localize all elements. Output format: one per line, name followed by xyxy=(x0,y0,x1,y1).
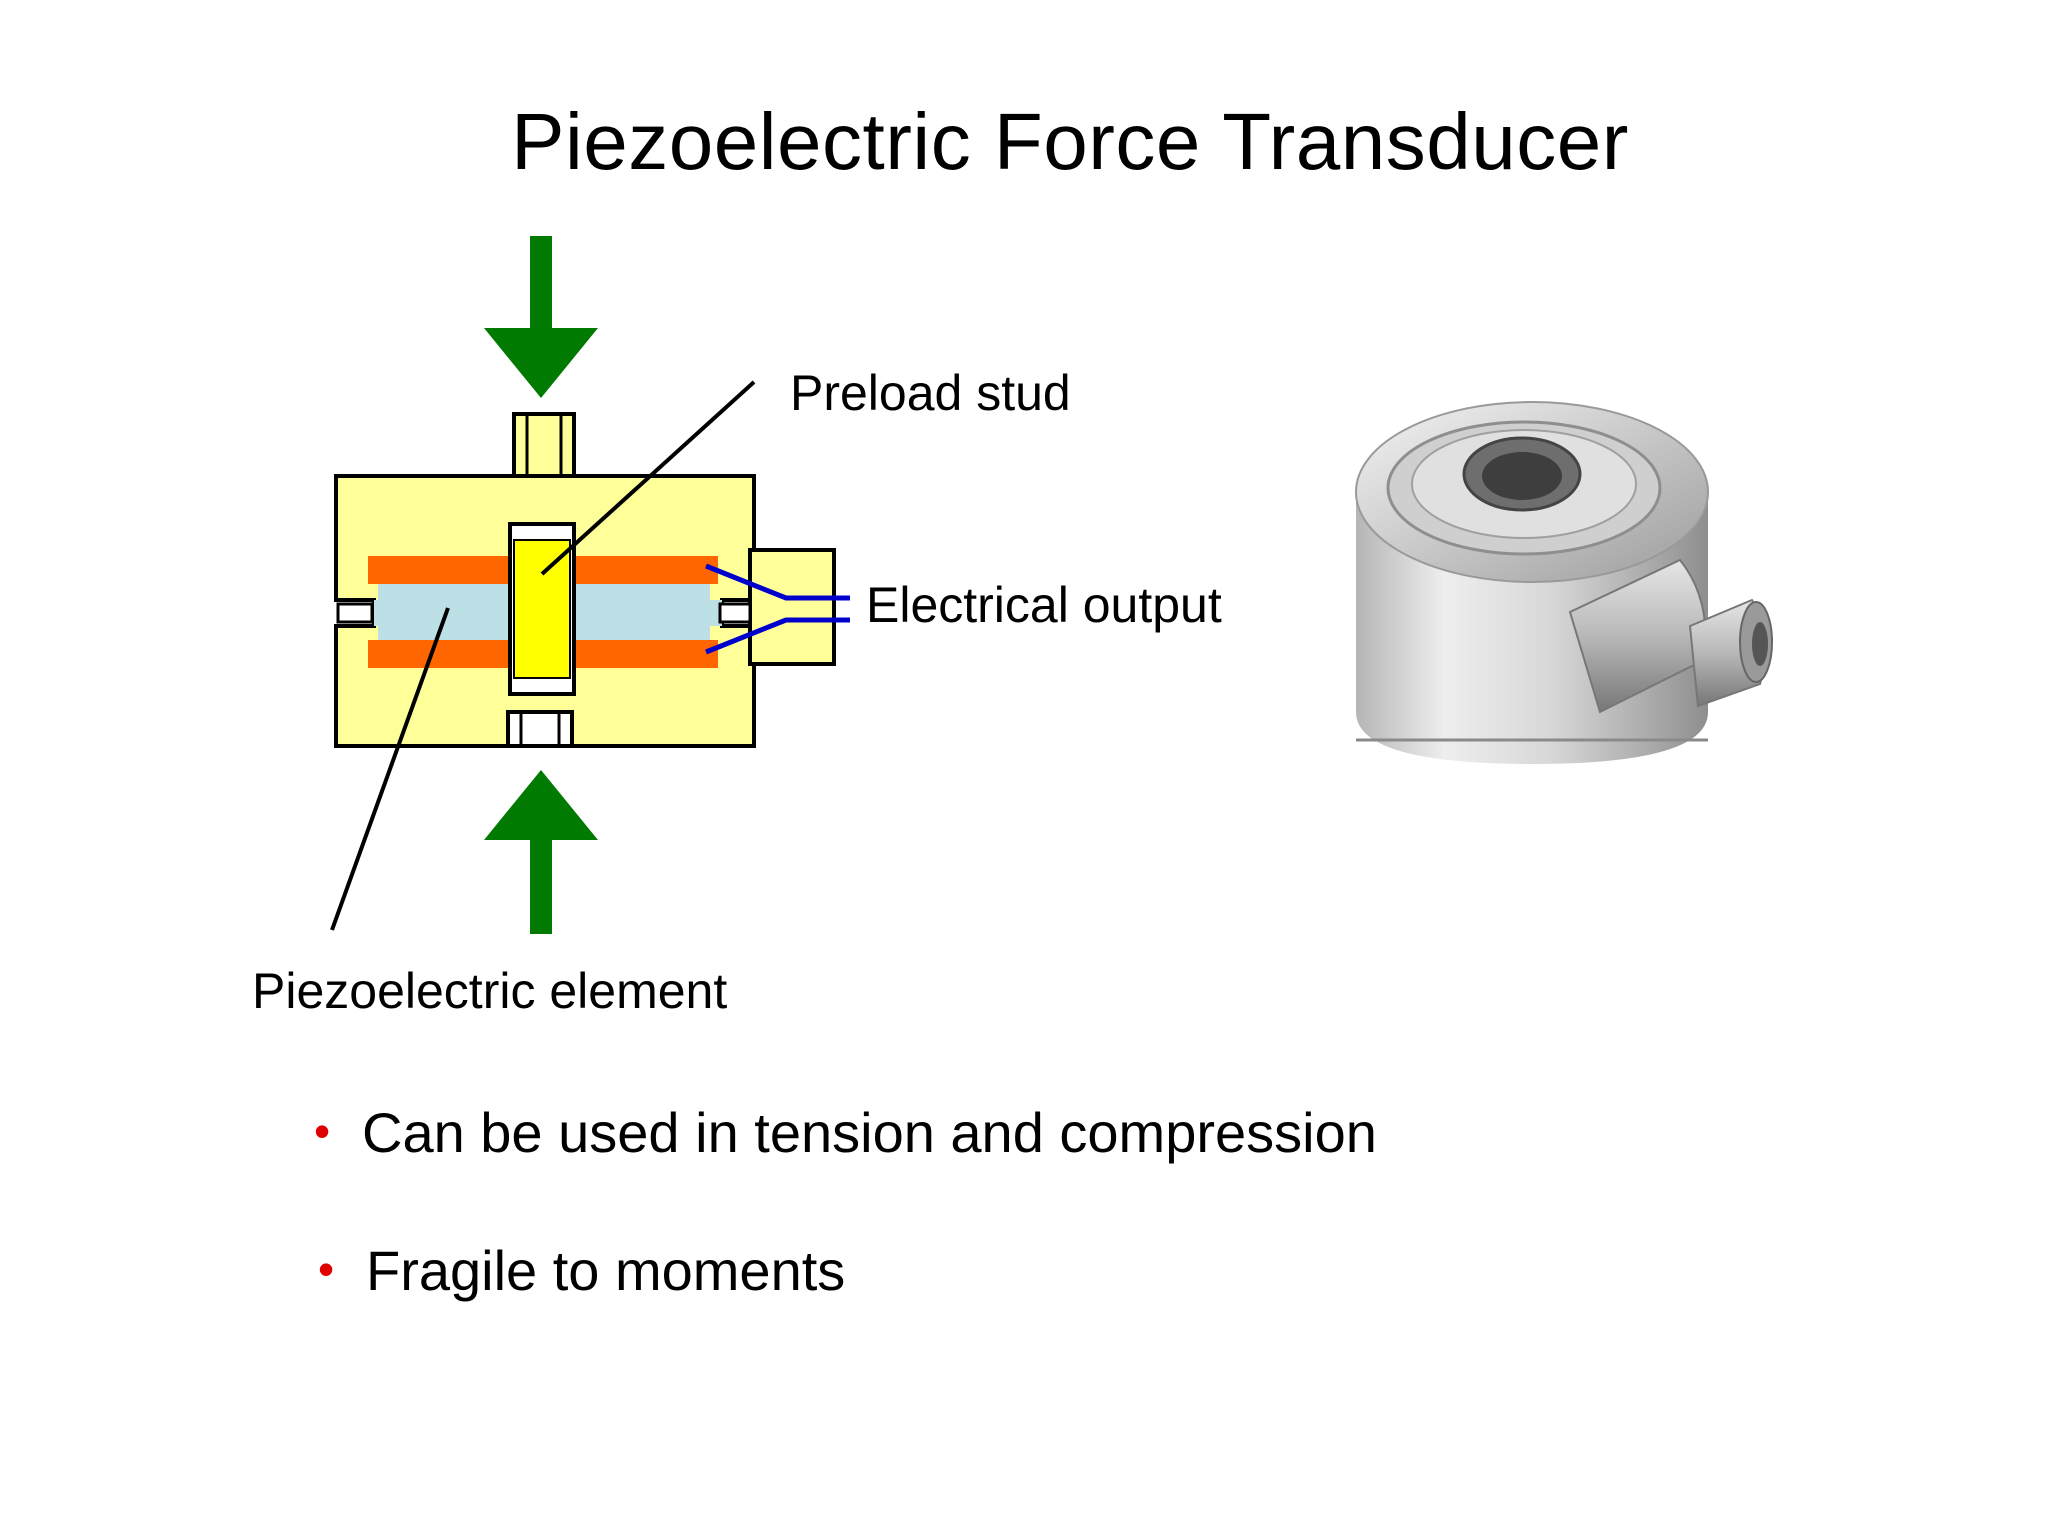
bullet-dot-icon: • xyxy=(314,1105,331,1157)
bullet-text: Fragile to moments xyxy=(366,1239,846,1302)
bullet-dot-icon: • xyxy=(318,1243,335,1295)
force-arrow-up-icon xyxy=(484,770,598,934)
label-preload-stud: Preload stud xyxy=(790,365,1071,421)
label-piezoelectric-element: Piezoelectric element xyxy=(252,963,728,1019)
label-electrical-output: Electrical output xyxy=(866,577,1222,633)
piezo-element-leader xyxy=(330,607,450,931)
output-wires xyxy=(705,563,850,655)
slide-title: Piezoelectric Force Transducer xyxy=(511,97,1629,186)
preload-stud-leader xyxy=(540,380,756,576)
force-arrow-down-icon xyxy=(484,236,598,398)
connector-housing xyxy=(748,548,836,666)
preload-stud xyxy=(508,522,576,696)
bottom-stud xyxy=(506,710,574,748)
bullet-text: Can be used in tension and compression xyxy=(362,1101,1377,1164)
